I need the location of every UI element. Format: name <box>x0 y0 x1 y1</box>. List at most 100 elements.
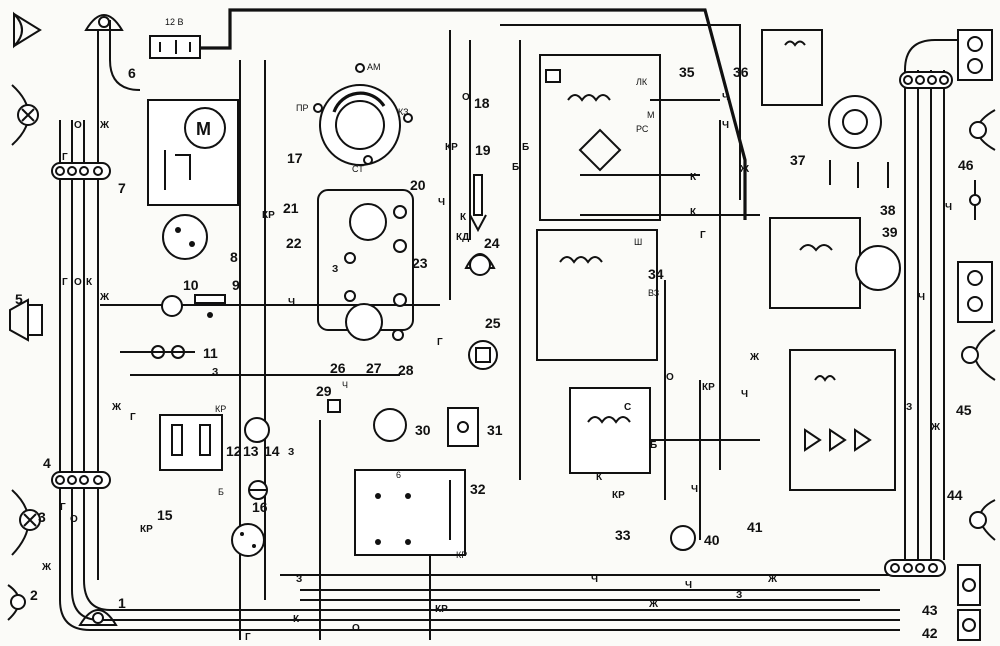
wl-z-3: З <box>332 264 338 275</box>
term-am: АМ <box>367 62 381 72</box>
rectifier-41 <box>789 349 896 491</box>
num-40: 40 <box>704 532 720 548</box>
term-pr: ПР <box>296 103 308 113</box>
num-7: 7 <box>118 180 126 196</box>
wl-k-5: К <box>596 472 603 483</box>
regulator-35 <box>539 54 661 221</box>
fuse-block-12 <box>159 414 223 471</box>
wl-o-3: О <box>70 514 78 525</box>
wl-ch-4: Ч <box>685 580 692 591</box>
wl-k-4: К <box>690 207 697 218</box>
term-kp-fuse: КР <box>215 404 226 414</box>
side-lamp-3 <box>11 489 41 556</box>
num-11: 11 <box>203 345 218 361</box>
indicator-13 <box>244 417 270 443</box>
wl-ch-2: Ч <box>288 297 295 308</box>
term-sh: Ш <box>634 237 642 247</box>
wl-zh-7: Ж <box>739 164 750 175</box>
junction-block-upper-left <box>51 162 111 180</box>
num-14: 14 <box>264 443 280 459</box>
num-35: 35 <box>679 64 695 80</box>
headlight-left <box>11 84 39 146</box>
wl-ch-3: Ч <box>591 574 598 585</box>
wl-o-6: О <box>666 372 674 383</box>
wl-zh-1: Ж <box>99 120 110 131</box>
num-33: 33 <box>615 527 631 543</box>
wl-o-4: О <box>462 92 470 103</box>
wl-kp-5: КР <box>702 382 715 393</box>
wire-color-labels: Г О Ж Г О К Ж Ж Г Г О Ж КР КР КР О Б Б Ч… <box>41 92 952 643</box>
num-38: 38 <box>880 202 896 218</box>
svg-text:M: M <box>196 119 211 139</box>
num-20: 20 <box>410 177 426 193</box>
wl-kp-4: КР <box>435 604 448 615</box>
wl-o-5: О <box>352 623 360 634</box>
wl-ch-1: Ч <box>438 197 445 208</box>
switch-30 <box>373 408 407 442</box>
wl-o-1: О <box>74 120 82 131</box>
num-13: 13 <box>243 443 259 459</box>
lamp-right-mid <box>969 109 996 151</box>
num-46: 46 <box>958 157 974 173</box>
num-17: 17 <box>287 150 303 166</box>
num-12: 12 <box>226 443 242 459</box>
wire-top-lamp <box>109 20 141 91</box>
wl-zh-2: Ж <box>99 292 110 303</box>
num-30: 30 <box>415 422 431 438</box>
lamps-11 <box>120 345 195 359</box>
wl-zh-9: Ж <box>930 422 941 433</box>
switch-14 <box>248 480 268 500</box>
num-29: 29 <box>316 383 332 399</box>
lamp-right-mid2 <box>957 261 993 323</box>
wl-k-1: К <box>86 277 93 288</box>
num-21: 21 <box>283 200 299 216</box>
num-23: 23 <box>412 255 428 271</box>
ignition-16 <box>231 523 265 557</box>
wl-k-3: К <box>690 172 697 183</box>
switch-29 <box>327 399 341 413</box>
wl-z-5: З <box>296 574 302 585</box>
num-32: 32 <box>470 481 486 497</box>
switch-46 <box>969 180 981 220</box>
switch-37 <box>828 95 882 149</box>
wl-g-7: Г <box>700 230 706 241</box>
sparks-38 <box>829 160 889 188</box>
wl-g-6: Г <box>245 632 251 643</box>
wl-g-2: Г <box>62 277 68 288</box>
num-31: 31 <box>487 422 503 438</box>
horn-top <box>84 14 124 31</box>
num-6: 6 <box>128 65 136 81</box>
fuse-6 <box>149 35 201 59</box>
num-37: 37 <box>790 152 806 168</box>
lamp-2 <box>7 584 26 621</box>
terminal-18 <box>545 69 561 83</box>
horn-5 <box>9 298 43 342</box>
junction-block-right-bottom <box>884 559 946 577</box>
num-26: 26 <box>330 360 346 376</box>
wl-kp-3: КР <box>445 142 458 153</box>
thick-wire-top <box>200 8 747 220</box>
num-5: 5 <box>15 291 23 307</box>
wl-ch-5: Ч <box>722 92 729 103</box>
wire-top-right <box>500 24 741 200</box>
wl-s-1: С <box>624 402 631 413</box>
switch-9 <box>194 294 226 318</box>
term-st: СТ <box>352 164 364 174</box>
sender-10 <box>161 295 183 317</box>
wiring-harness <box>59 8 975 640</box>
num-15: 15 <box>157 507 173 523</box>
rear-lamp-42 <box>957 609 981 641</box>
num-39: 39 <box>882 224 898 240</box>
wl-b-1: Б <box>512 162 519 173</box>
wl-b-3: Б <box>650 440 657 451</box>
term-b-14: Б <box>218 487 224 497</box>
num-16: 16 <box>252 499 268 515</box>
num-25: 25 <box>485 315 501 331</box>
num-18: 18 <box>474 95 490 111</box>
rear-lamp-43 <box>957 564 981 606</box>
wl-o-2: О <box>74 277 82 288</box>
term-6: 6 <box>396 470 401 480</box>
num-3: 3 <box>38 509 46 525</box>
